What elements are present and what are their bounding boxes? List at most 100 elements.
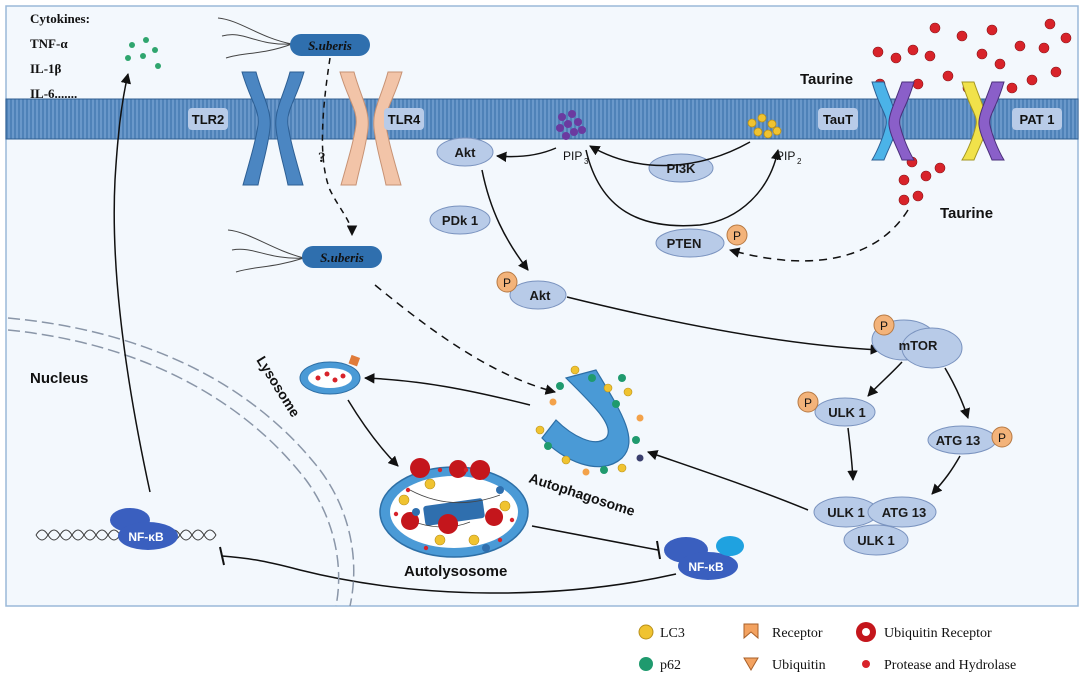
svg-text:P: P [733, 229, 741, 243]
svg-text:S.uberis: S.uberis [320, 250, 364, 265]
pakt-label: Akt [530, 288, 552, 303]
tlr4-label-box [384, 108, 424, 130]
pat1-label-box [1012, 108, 1062, 130]
pip2-label: PIP [776, 149, 795, 163]
svg-text:LC3: LC3 [660, 626, 685, 641]
atg13-phospho [991, 426, 1013, 448]
taut-label: TauT [823, 112, 853, 127]
akt-label: Akt [455, 145, 477, 160]
svg-text:Protease and Hydrolase: Protease and Hydrolase [884, 658, 1016, 673]
pip3-cluster [556, 110, 586, 140]
svg-text:IL-6.......: IL-6....... [30, 86, 77, 101]
nfkb-nuclear [110, 508, 178, 550]
unknown-mark: ? [318, 150, 326, 166]
pten-phospho [726, 224, 748, 246]
nuclear-envelope [7, 317, 355, 607]
taurine-label-top: Taurine [800, 71, 853, 88]
complex-atg13: ATG 13 [882, 505, 927, 520]
pat1-transporter [961, 81, 1005, 161]
taut-transporter [871, 81, 915, 161]
atg13-label: ATG 13 [936, 433, 981, 448]
tlr2-label-box [188, 108, 228, 130]
taurine-dots-inside [898, 156, 946, 206]
internal-to-autophagosome-arrow [374, 284, 557, 395]
svg-text:IL-1β: IL-1β [30, 61, 62, 76]
complex-ulk1-b: ULK 1 [857, 533, 895, 548]
legend-ubiquitin-receptor: Ubiquitin Receptor [856, 622, 992, 642]
mtor-to-ulk1-arrow [867, 361, 903, 397]
pakt-to-mtor-arrow [566, 296, 882, 355]
ulk1-phospho [797, 391, 819, 413]
nfkb-to-dna-inhibition [221, 555, 677, 594]
autophagosome [535, 365, 644, 476]
svg-text:p62: p62 [660, 658, 681, 673]
legend-lc3: LC3 [638, 624, 685, 641]
nfkb-cytoplasmic [664, 536, 744, 580]
ulk1-atg13-complex [813, 496, 937, 556]
svg-text:Cytokines:: Cytokines: [30, 11, 90, 26]
atg13-to-complex-arrow [931, 455, 961, 495]
mtor-phospho [873, 314, 895, 336]
akt-to-pakt-arrow [481, 169, 529, 271]
pip2-subscript: 2 [797, 157, 802, 166]
legend-protease: Protease and Hydrolase [862, 658, 1016, 673]
cytokine-dots [125, 37, 161, 69]
pip3-to-pip2-arrow [585, 148, 782, 227]
nucleus-label: Nucleus [30, 370, 88, 387]
tlr2-label: TLR2 [192, 112, 225, 127]
svg-text:P: P [880, 319, 888, 333]
pten-label: PTEN [667, 236, 702, 251]
ulk1-node [814, 397, 876, 427]
svg-text:Receptor: Receptor [772, 626, 823, 641]
complex-ulk1-a: ULK 1 [827, 505, 865, 520]
nfkb-to-cytokines-arrow [113, 72, 151, 493]
plasma-membrane [6, 99, 1078, 139]
svg-text:P: P [998, 431, 1006, 445]
pip2-to-pip3-arrow [589, 141, 751, 167]
taurine-label-bottom: Taurine [940, 205, 993, 222]
pip2-cluster [747, 113, 782, 139]
pakt-phospho [496, 271, 518, 293]
pdk1-label: PDk 1 [442, 213, 478, 228]
lysosome-to-autolysosome-arrow [347, 399, 399, 467]
tlr2-receptor [241, 71, 305, 186]
legend-receptor: Receptor [743, 623, 823, 641]
svg-text:P: P [503, 276, 511, 290]
pat1-label: PAT 1 [1020, 112, 1055, 127]
svg-text:Ubiquitin: Ubiquitin [772, 658, 826, 673]
taurine-dots-top [872, 18, 1072, 94]
mtor-label: mTOR [899, 338, 938, 353]
taut-label-box [818, 108, 858, 130]
svg-text:S.uberis: S.uberis [308, 38, 352, 53]
nfkb-cyto-label: NF-κB [688, 560, 724, 574]
tlr4-label: TLR4 [388, 112, 421, 127]
autolysosome-label: Autolysosome [404, 563, 507, 580]
legend-p62: p62 [639, 657, 681, 673]
pi3k-node [648, 153, 714, 183]
akt-node [436, 137, 494, 167]
pip3-label: PIP [563, 149, 582, 163]
uptake-arrow [321, 57, 358, 237]
svg-text:Ubiquitin Receptor: Ubiquitin Receptor [884, 626, 992, 641]
mtor-node [871, 319, 963, 369]
taurine-to-pten-arrow [728, 209, 909, 262]
svg-text:P: P [804, 396, 812, 410]
bacterium-internal: S.uberis [227, 229, 382, 273]
ulk1-to-complex-arrow [847, 427, 858, 482]
pip3-to-akt-arrow [495, 147, 557, 163]
bacterium-top: S.uberis [217, 17, 370, 59]
cytokines-label: Cytokines: TNF-α IL-1β IL-6....... [30, 11, 90, 101]
pten-node [655, 228, 725, 258]
pdk1-node [429, 205, 491, 235]
complex-to-autophagosome-arrow [647, 450, 809, 511]
ulk1-label: ULK 1 [828, 405, 866, 420]
lysosome [299, 354, 361, 395]
pip3-subscript: 3 [584, 157, 589, 166]
autolysosome [379, 458, 529, 558]
nfkb-dna-label: NF-κB [128, 530, 164, 544]
mtor-to-atg13-arrow [944, 367, 970, 419]
svg-text:TNF-α: TNF-α [30, 36, 68, 51]
legend: LC3 p62 Receptor Ubiquitin Ubiquitin Rec… [638, 622, 1016, 673]
autophagosome-to-lysosome-arrow [363, 373, 531, 406]
